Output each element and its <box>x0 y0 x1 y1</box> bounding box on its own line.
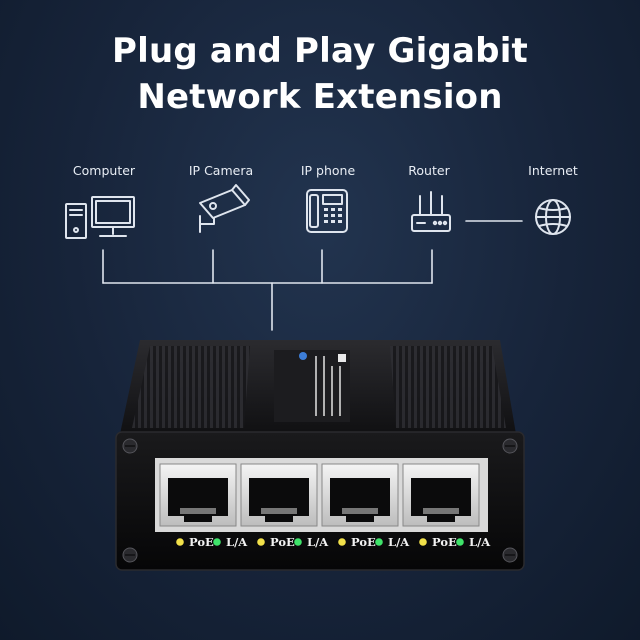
link-label: L/A <box>388 535 410 549</box>
link-led <box>375 538 383 546</box>
rj45-port <box>159 463 237 527</box>
rj45-port <box>321 463 399 527</box>
poe-led <box>338 538 346 546</box>
poe-label: PoE <box>189 535 214 549</box>
switch-label-plate <box>274 350 350 422</box>
device-label-router: Router <box>408 163 450 178</box>
poe-label: PoE <box>432 535 457 549</box>
poe-label: PoE <box>351 535 376 549</box>
device-label-ip-camera: IP Camera <box>188 163 254 178</box>
link-label: L/A <box>307 535 329 549</box>
poe-led <box>176 538 184 546</box>
device-label-internet: Internet <box>528 163 578 178</box>
headline-line-1: Plug and Play Gigabit <box>111 31 529 71</box>
poe-led <box>257 538 265 546</box>
headline-line-2: Network Extension <box>137 77 503 117</box>
rj45-port <box>240 463 318 527</box>
poe-label: PoE <box>270 535 295 549</box>
link-label: L/A <box>469 535 491 549</box>
link-led <box>294 538 302 546</box>
device-label-ip-phone: IP phone <box>300 163 356 178</box>
poe-led <box>419 538 427 546</box>
device-label-computer: Computer <box>72 163 136 178</box>
link-led <box>213 538 221 546</box>
headline: Plug and Play Gigabit Network Extension <box>0 28 640 120</box>
port-indicators: PoE L/A PoE L/A PoE L/A PoE L/A <box>176 535 491 549</box>
rj45-port <box>402 463 480 527</box>
link-label: L/A <box>226 535 248 549</box>
link-led <box>456 538 464 546</box>
